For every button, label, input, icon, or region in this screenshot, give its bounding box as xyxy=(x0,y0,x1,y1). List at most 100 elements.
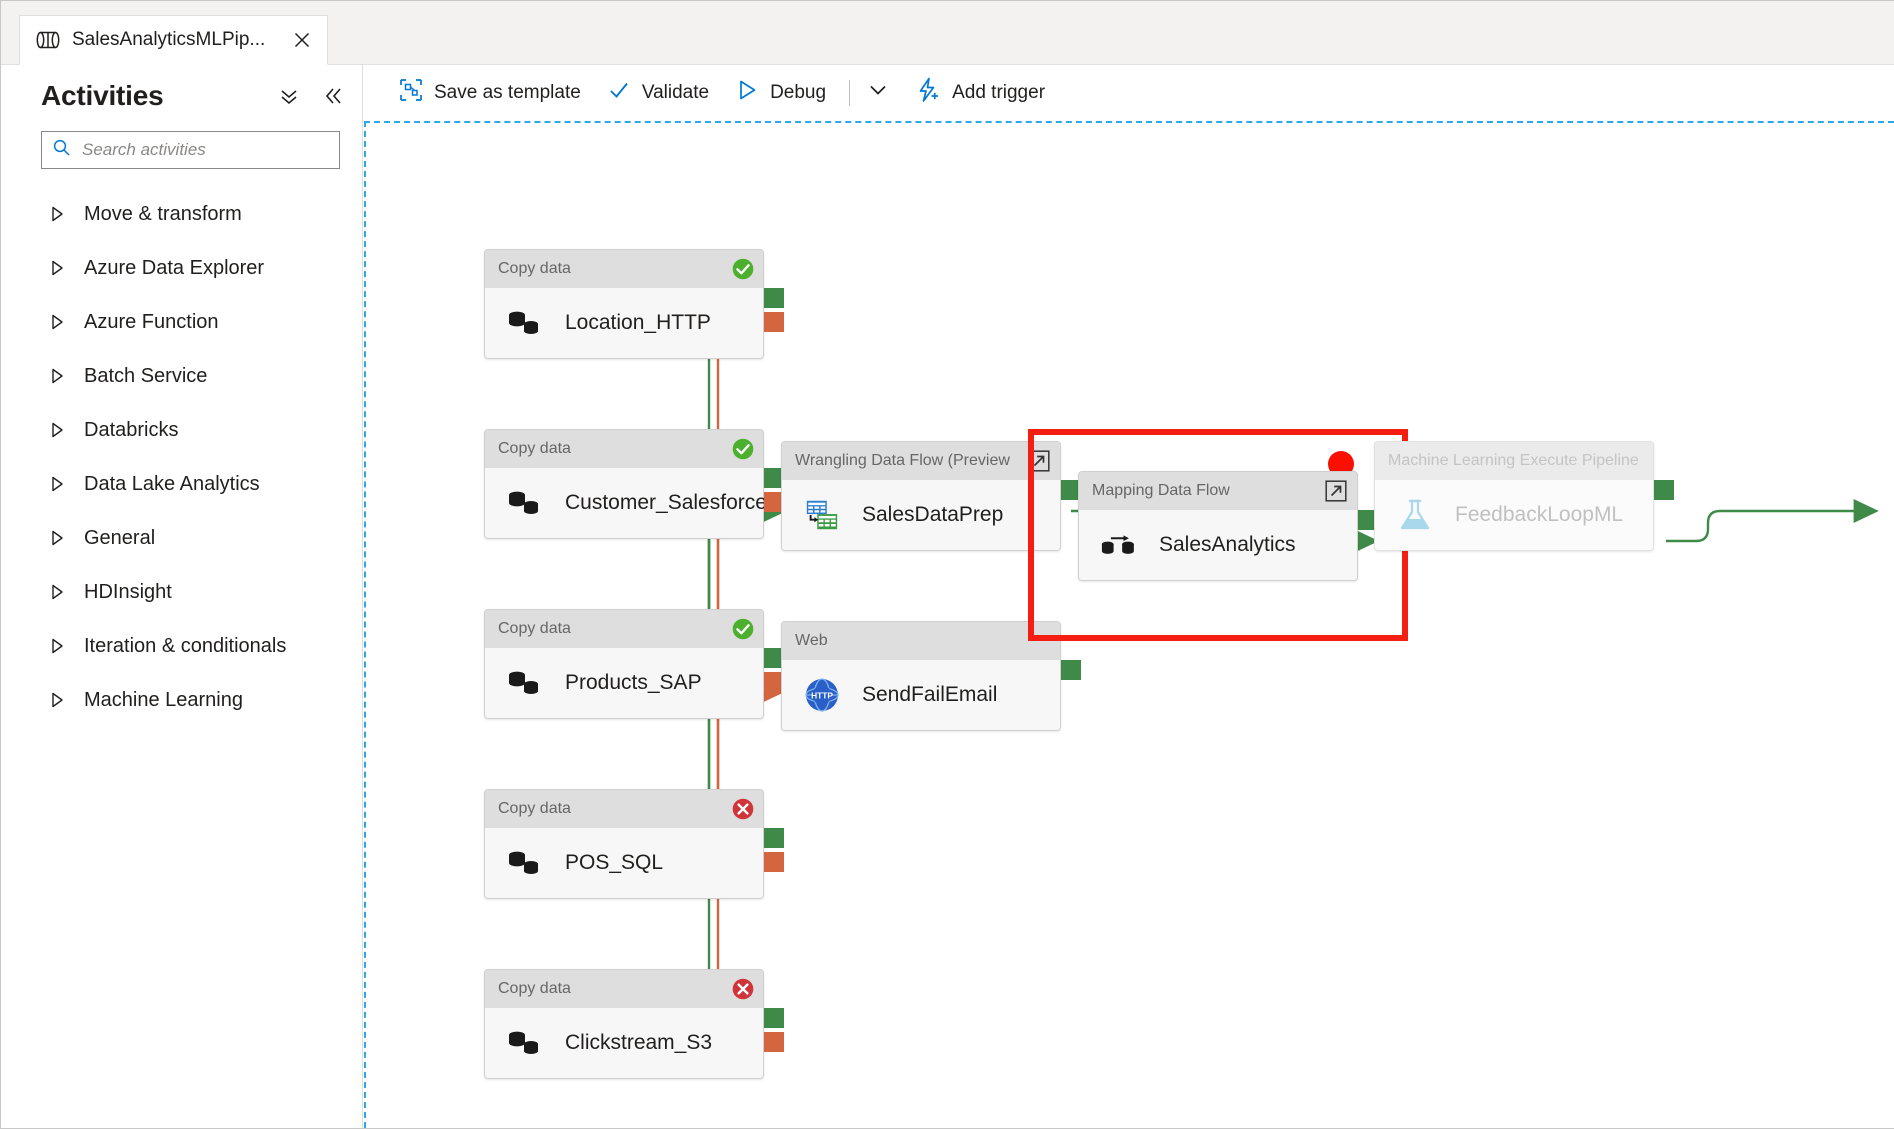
node-header: Copy data xyxy=(485,970,763,1008)
double-chevron-left-icon[interactable] xyxy=(320,83,346,109)
check-circle-icon xyxy=(732,618,754,640)
success-output-port[interactable] xyxy=(764,288,784,308)
chevron-right-icon xyxy=(51,260,64,276)
add-trigger-button[interactable]: Add trigger xyxy=(902,72,1058,114)
tab-pipeline[interactable]: SalesAnalyticsMLPip... xyxy=(19,15,329,65)
chevron-right-icon xyxy=(51,314,64,330)
copy-data-icon xyxy=(507,845,543,881)
chevron-right-icon xyxy=(51,476,64,492)
wrangling-data-flow-icon xyxy=(804,497,840,533)
svg-text:HTTP: HTTP xyxy=(811,690,833,700)
success-output-port[interactable] xyxy=(1061,660,1081,680)
failure-output-port[interactable] xyxy=(764,1032,784,1052)
node-body: FeedbackLoopML xyxy=(1375,480,1653,550)
chevron-right-icon xyxy=(51,584,64,600)
sidebar-item-data-lake-analytics[interactable]: Data Lake Analytics xyxy=(19,457,362,511)
success-output-port[interactable] xyxy=(764,828,784,848)
sidebar-item-iteration-conditionals[interactable]: Iteration & conditionals xyxy=(19,619,362,673)
sidebar-item-machine-learning[interactable]: Machine Learning xyxy=(19,673,362,727)
search-input[interactable] xyxy=(80,139,329,161)
node-name-label: POS_SQL xyxy=(565,851,664,874)
save-as-template-label: Save as template xyxy=(434,81,581,103)
sidebar-item-label: Iteration & conditionals xyxy=(84,634,287,657)
debug-dropdown-button[interactable] xyxy=(860,72,896,114)
ml-flask-icon xyxy=(1397,497,1433,533)
node-header: Machine Learning Execute Pipeline xyxy=(1375,442,1653,480)
error-circle-icon xyxy=(732,798,754,820)
success-output-port[interactable] xyxy=(1654,480,1674,500)
sidebar-item-hdinsight[interactable]: HDInsight xyxy=(19,565,362,619)
success-output-port[interactable] xyxy=(1358,510,1378,530)
node-name-label: Clickstream_S3 xyxy=(565,1031,713,1054)
node-header: Copy data xyxy=(485,790,763,828)
search-icon xyxy=(52,138,71,162)
node-type-label: Mapping Data Flow xyxy=(1092,482,1230,499)
node-header: Copy data xyxy=(485,610,763,648)
failure-output-port[interactable] xyxy=(764,312,784,332)
mapping-data-flow-icon xyxy=(1101,527,1137,563)
success-output-port[interactable] xyxy=(764,468,784,488)
chevron-right-icon xyxy=(51,692,64,708)
chevron-right-icon xyxy=(51,530,64,546)
sidebar-item-databricks[interactable]: Databricks xyxy=(19,403,362,457)
play-triangle-icon xyxy=(735,78,759,108)
node-header: Copy data xyxy=(485,250,763,288)
activities-panel: Activities xyxy=(19,65,363,1128)
close-icon[interactable] xyxy=(291,29,313,51)
failure-output-port[interactable] xyxy=(764,852,784,872)
chevron-right-icon xyxy=(51,206,64,222)
search-box[interactable] xyxy=(41,131,340,169)
chevron-right-icon xyxy=(51,368,64,384)
debug-button[interactable]: Debug xyxy=(722,72,839,114)
node-type-label: Machine Learning Execute Pipeline xyxy=(1388,452,1639,469)
node-type-label: Copy data xyxy=(498,620,571,637)
tab-bar: SalesAnalyticsMLPip... xyxy=(1,1,1894,65)
double-chevron-down-icon[interactable] xyxy=(276,83,302,109)
node-type-label: Copy data xyxy=(498,980,571,997)
panel-header-actions xyxy=(276,83,346,109)
node-body: SalesAnalytics xyxy=(1079,510,1357,580)
node-header: Copy data xyxy=(485,430,763,468)
open-external-icon[interactable] xyxy=(1028,450,1050,472)
save-as-template-button[interactable]: Save as template xyxy=(386,72,594,114)
node-type-label: Copy data xyxy=(498,440,571,457)
validate-label: Validate xyxy=(641,81,710,103)
success-output-port[interactable] xyxy=(764,1008,784,1028)
sidebar-item-azure-function[interactable]: Azure Function xyxy=(19,295,362,349)
node-name-label: Customer_Salesforce xyxy=(565,491,767,514)
sidebar-item-move-transform[interactable]: Move & transform xyxy=(19,187,362,241)
success-output-port[interactable] xyxy=(1061,480,1081,500)
open-external-icon[interactable] xyxy=(1325,480,1347,502)
success-output-port[interactable] xyxy=(764,648,784,668)
pipeline-toolbar: Save as template Validate Debug xyxy=(364,65,1894,121)
chevron-down-icon xyxy=(867,79,889,106)
node-name-label: SalesDataPrep xyxy=(862,503,1004,526)
validate-button[interactable]: Validate xyxy=(594,72,722,114)
add-trigger-label: Add trigger xyxy=(952,81,1046,103)
sidebar-item-batch-service[interactable]: Batch Service xyxy=(19,349,362,403)
failure-output-port[interactable] xyxy=(764,672,784,692)
sidebar-item-label: Azure Function xyxy=(84,310,219,333)
template-icon xyxy=(399,78,423,108)
failure-output-port[interactable] xyxy=(764,492,784,512)
sidebar-item-label: General xyxy=(84,526,156,549)
check-circle-icon xyxy=(732,258,754,280)
node-name-label: Location_HTTP xyxy=(565,311,711,334)
sidebar-item-azure-data-explorer[interactable]: Azure Data Explorer xyxy=(19,241,362,295)
node-name-label: SalesAnalytics xyxy=(1159,533,1296,556)
node-header: Mapping Data Flow xyxy=(1079,472,1357,510)
sidebar-item-general[interactable]: General xyxy=(19,511,362,565)
